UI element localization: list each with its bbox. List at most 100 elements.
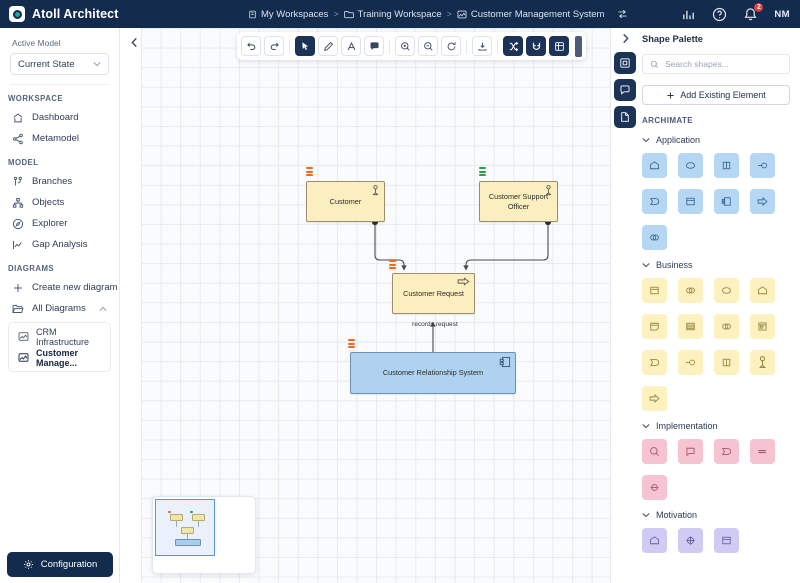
swap-icon[interactable] [617,9,628,19]
shape-tile-business-product[interactable] [678,314,703,339]
undo-button[interactable] [241,36,261,56]
shape-tile-application-process[interactable] [750,189,775,214]
shape-group-motivation-header[interactable]: Motivation [642,510,790,520]
shape-tile-business-function[interactable] [750,278,775,303]
sidebar-collapse-button[interactable] [127,35,141,49]
trend-icon [12,239,24,251]
sidebar-item-create-new-diagram[interactable]: Create new diagram [0,277,119,298]
bell-icon[interactable]: 2 [743,2,764,22]
shape-tile-business-interface-alt[interactable] [714,350,739,375]
brand[interactable]: Atoll Architect [0,6,118,22]
shape-tile-business-service[interactable] [714,278,739,303]
shape-group-label: Application [656,135,701,145]
panel-expand-button[interactable] [621,33,630,44]
comments-panel-button[interactable] [614,79,636,101]
sidebar-item-all-diagrams[interactable]: All Diagrams [0,298,119,319]
shape-tile-business-collaboration[interactable] [678,278,703,303]
sidebar-item-label: Create new diagram [32,282,118,293]
diagram-list-item-crm-infrastructure[interactable]: CRM Infrastructure [9,326,110,347]
avatar[interactable]: NM [774,8,790,20]
diagram-canvas[interactable]: Customer Customer Support Officer Custom… [141,28,610,583]
zoom-in-button[interactable] [395,36,415,56]
shape-tile-work-package[interactable] [642,439,667,464]
shape-tile-business-representation[interactable] [750,314,775,339]
shape-tile-deliverable[interactable] [678,439,703,464]
home-icon [12,112,24,124]
zoom-out-button[interactable] [418,36,438,56]
diagram-node-customer-request[interactable]: Customer Request [392,273,475,314]
diagram-node-label: Customer Request [403,288,464,298]
sidebar-item-dashboard[interactable]: Dashboard [0,107,119,128]
sidebar-item-metamodel[interactable]: Metamodel [0,128,119,149]
minimap[interactable] [152,496,256,574]
shape-tile-business-actor[interactable] [750,350,775,375]
shape-tile-plateau[interactable] [750,439,775,464]
sidebar-section-workspace-title: WORKSPACE [8,94,64,103]
breadcrumb-item-my-workspaces[interactable]: My Workspaces [248,9,328,20]
diagram-node-customer[interactable]: Customer [306,181,385,222]
auto-layout-button[interactable] [503,36,523,56]
shape-tile-implementation-event[interactable] [714,439,739,464]
active-model-select[interactable]: Current State [10,53,109,75]
diagram-list-item-customer-management[interactable]: Customer Manage... [9,347,110,368]
redo-button[interactable] [264,36,284,56]
shape-group-business-header[interactable]: Business [642,260,790,270]
shape-tile-business-interaction[interactable] [714,314,739,339]
shape-tile-stakeholder[interactable] [642,528,667,553]
shape-tile-business-contract[interactable] [642,314,667,339]
sidebar-item-label: Explorer [32,218,68,229]
configuration-button[interactable]: Configuration [7,552,113,577]
node-status-marker-customer-relationship-system [348,339,355,348]
minimap-node [192,514,205,521]
sidebar-item-branches[interactable]: Branches [0,171,119,192]
diagram-toolbar [237,32,586,60]
add-existing-element-button[interactable]: Add Existing Element [642,85,790,105]
sidebar-item-objects[interactable]: Objects [0,192,119,213]
documents-panel-button[interactable] [614,106,636,128]
reset-zoom-button[interactable] [441,36,461,56]
search-shapes-container[interactable] [642,54,790,74]
chart-icon[interactable] [681,7,696,22]
export-button[interactable] [472,36,492,56]
shape-palette-title: Shape Palette [642,34,703,44]
compass-icon [12,218,24,230]
toolbar-drag-handle[interactable] [575,35,582,57]
search-input[interactable] [665,59,782,69]
shape-tile-assessment[interactable] [714,528,739,553]
grid-button[interactable] [549,36,569,56]
shape-tile-application-collaboration[interactable] [642,153,667,178]
shape-tile-application-component[interactable] [714,189,739,214]
breadcrumb: My Workspaces > Training Workspace > Cus… [248,0,628,28]
text-tool-button[interactable] [341,36,361,56]
sidebar-item-explorer[interactable]: Explorer [0,213,119,234]
question-circle-icon[interactable] [712,7,727,22]
breadcrumb-item-training-workspace[interactable]: Training Workspace [343,9,442,20]
diagram-node-customer-relationship-system[interactable]: Customer Relationship System [350,352,516,394]
shape-tile-application-interaction[interactable] [642,225,667,250]
shape-tile-driver[interactable] [678,528,703,553]
notification-badge: 2 [754,2,764,12]
minimap-viewport[interactable] [155,499,215,556]
shape-tile-business-process[interactable] [642,386,667,411]
breadcrumb-item-customer-management-system[interactable]: Customer Management System [457,9,604,20]
app-title: Atoll Architect [32,7,119,21]
magnet-button[interactable] [526,36,546,56]
edge-label-records-request: records request [412,321,458,328]
shape-tile-application-event[interactable] [642,189,667,214]
sidebar-item-gap-analysis[interactable]: Gap Analysis [0,234,119,255]
shape-group-application-header[interactable]: Application [642,135,790,145]
shapes-panel-button[interactable] [614,52,636,74]
diagram-node-customer-support-officer[interactable]: Customer Support Officer [479,181,558,222]
draw-tool-button[interactable] [318,36,338,56]
select-tool-button[interactable] [295,36,315,56]
shape-tile-application-service[interactable] [678,153,703,178]
shape-tile-business-object[interactable] [642,278,667,303]
shape-tile-business-event[interactable] [642,350,667,375]
shape-tile-application-interface-alt[interactable] [750,153,775,178]
shape-tile-gap[interactable] [642,475,667,500]
shape-tile-application-interface[interactable] [714,153,739,178]
comment-tool-button[interactable] [364,36,384,56]
shape-group-implementation-header[interactable]: Implementation [642,421,790,431]
shape-tile-application-data-object[interactable] [678,189,703,214]
shape-tile-business-interface[interactable] [678,350,703,375]
